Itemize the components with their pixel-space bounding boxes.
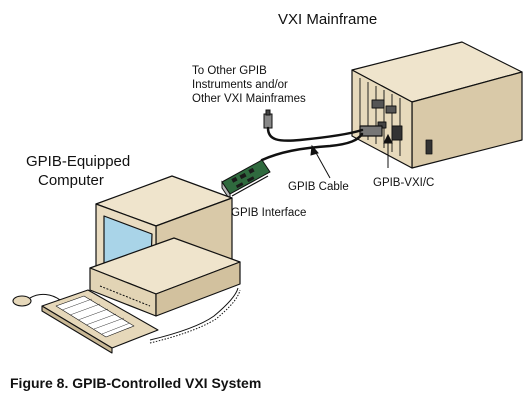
gpib-cable-label: GPIB Cable — [288, 181, 349, 193]
keyboard-cord — [149, 287, 241, 344]
computer-label-line2: Computer — [38, 172, 104, 189]
to-other-line3: Other VXI Mainframes — [192, 93, 306, 105]
computer-label-line1: GPIB-Equipped — [26, 153, 131, 170]
mouse — [12, 293, 61, 307]
gpib-interface-board — [221, 159, 271, 202]
to-other-line2: Instruments and/or — [192, 79, 288, 91]
vxi-mainframe — [351, 41, 523, 169]
gpib-cable-arrow — [310, 144, 331, 179]
gpib-interface-label: GPIB Interface — [231, 207, 307, 219]
keyboard — [41, 289, 159, 354]
to-other-line1: To Other GPIB — [192, 65, 267, 77]
gpib-connector-other — [263, 109, 273, 129]
gpib-vxi-label: GPIB-VXI/C — [373, 177, 435, 189]
gpib-cables — [260, 126, 364, 162]
mainframe-label: VXI Mainframe — [278, 11, 378, 28]
computer-base — [89, 237, 241, 317]
figure-caption: Figure 8. GPIB-Controlled VXI System — [10, 375, 262, 391]
gpib-vxi-arrow — [383, 133, 393, 168]
gpib-vxi-connector — [359, 125, 383, 137]
